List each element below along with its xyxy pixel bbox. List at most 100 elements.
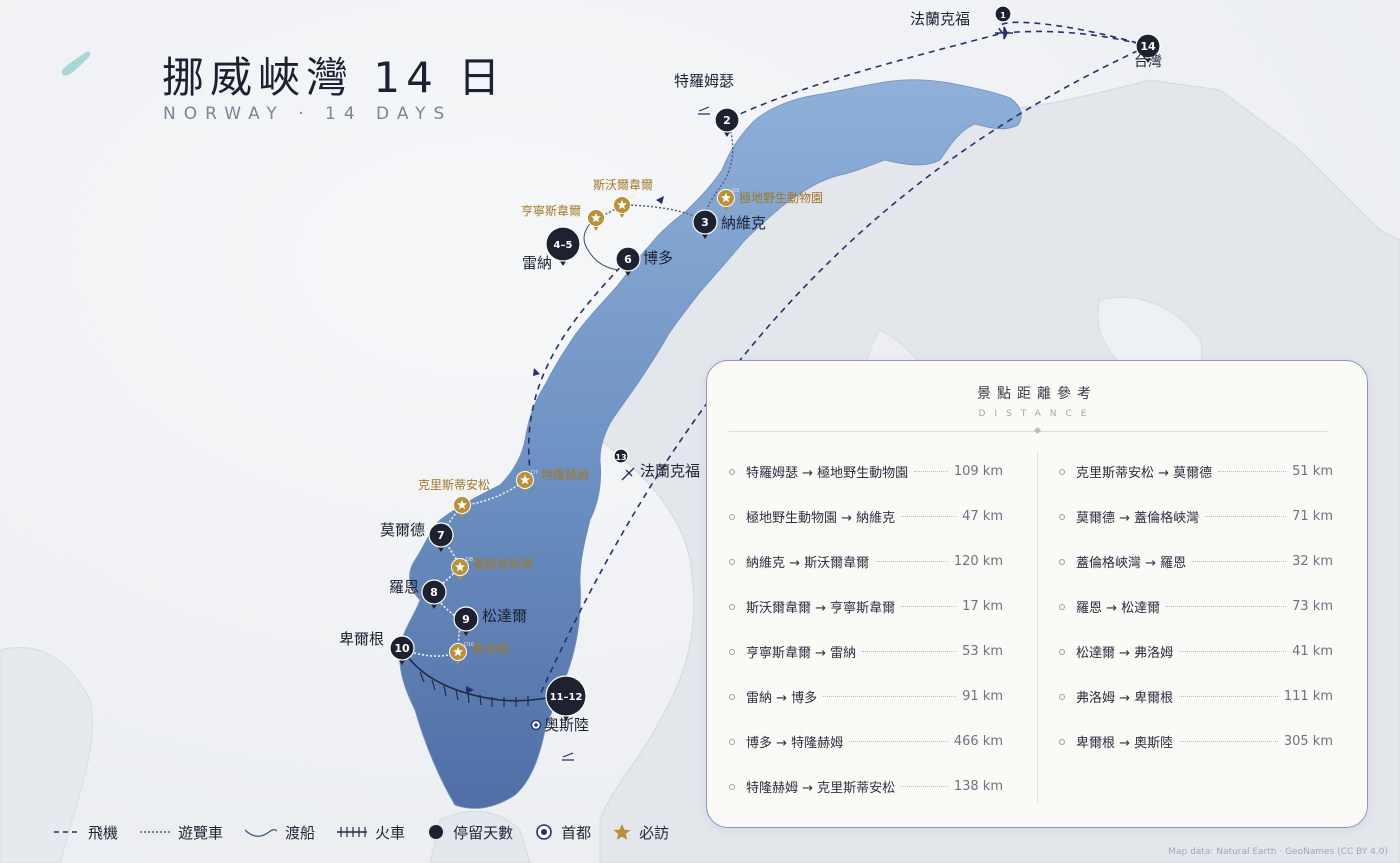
must-visit-day: D7	[468, 495, 475, 501]
distance-route: 卑爾根 → 奧斯陸	[1076, 736, 1174, 751]
star-icon	[453, 646, 463, 657]
stop-marker[interactable]: 8羅恩	[389, 578, 447, 609]
must-visit-label: 斯沃爾韋爾	[593, 178, 653, 192]
train-line-icon	[337, 827, 368, 837]
stop-dot	[453, 606, 479, 632]
leader-dots	[1205, 516, 1287, 517]
leader-dots	[1179, 651, 1287, 652]
stop-dot	[1135, 33, 1161, 59]
stop-dot	[615, 246, 641, 272]
distance-km: 73 km	[1292, 599, 1333, 614]
stop-dot	[692, 209, 718, 235]
bullet-icon	[1059, 738, 1065, 745]
stop-marker[interactable]: 7 莫爾德	[380, 521, 454, 552]
ferry-route	[583, 217, 619, 271]
bullet-icon	[729, 558, 735, 565]
map-credit: Map data: Natural Earth · GeoNames (CC B…	[1168, 847, 1388, 857]
jan-mayen-island	[61, 51, 91, 76]
stop-dot	[545, 675, 587, 717]
must-visit-day: D8	[466, 557, 473, 563]
must-visit-label: 特隆赫姆	[541, 467, 589, 482]
plane-icon	[621, 467, 635, 481]
distance-km: 466 km	[953, 734, 1003, 749]
page-subtitle: NORWAY · 14 DAYS	[163, 104, 453, 124]
ferry-line-icon	[245, 828, 278, 837]
star-icon	[613, 824, 631, 840]
stop-number: 14	[1140, 40, 1156, 53]
stop-number: 6	[624, 253, 632, 266]
distance-route: 弗洛姆 → 卑爾根	[1076, 691, 1174, 706]
stop-label: 莫爾德	[380, 521, 425, 539]
must-visit-label: 極地野生動物園	[739, 190, 823, 205]
stop-number: 7	[437, 529, 445, 542]
plane-landing-icon	[562, 752, 574, 761]
flight-route	[726, 21, 1149, 121]
distance-route: 松達爾 → 弗洛姆	[1076, 646, 1174, 661]
stop-number: 9	[462, 613, 470, 626]
distance-km: 91 km	[962, 689, 1003, 704]
must-visit-day: D10	[464, 642, 474, 648]
legend-stay: 停留天數	[427, 822, 513, 843]
stop-label: 博多	[643, 249, 673, 267]
train-route	[401, 647, 561, 702]
stop-marker[interactable]: 4–5雷納	[522, 226, 581, 272]
legend-stay-label: 停留天數	[453, 823, 514, 842]
stop-number: 13	[615, 453, 626, 462]
legend-flight: 飛機	[54, 822, 118, 843]
flight-route	[1002, 30, 1149, 47]
distance-km: 32 km	[1292, 554, 1333, 569]
panel-subtitle: DISTANCE	[978, 409, 1096, 419]
stop-marker[interactable]: 13 法蘭克福	[613, 448, 700, 480]
flight-line-icon	[54, 831, 80, 833]
distance-km: 41 km	[1292, 644, 1333, 659]
denmark-land	[429, 810, 531, 863]
leader-dots	[914, 471, 948, 472]
star-icon	[455, 561, 465, 572]
stop-label: 法蘭克福	[910, 10, 970, 28]
distance-route: 羅恩 → 松達爾	[1076, 601, 1161, 616]
distance-km: 47 km	[962, 509, 1003, 524]
stop-label: 法蘭克福	[640, 462, 700, 480]
stop-marker[interactable]: 9 松達爾	[453, 606, 527, 636]
bullet-icon	[1059, 468, 1065, 475]
divider-diamond	[1033, 426, 1042, 435]
leader-dots	[823, 696, 957, 697]
stop-marker[interactable]: 6 博多	[615, 246, 673, 276]
stop-dot	[421, 579, 447, 605]
must-visit-day: D5	[602, 208, 609, 214]
bullet-icon	[729, 648, 735, 655]
legend-coach: 遊覽車	[140, 822, 223, 843]
leader-dots	[862, 651, 957, 652]
leader-dots	[901, 606, 957, 607]
stop-label: 納維克	[721, 214, 766, 232]
stop-label: 松達爾	[482, 607, 527, 625]
must-visit-day: D7	[531, 470, 538, 476]
distance-route: 特羅姆瑟 → 極地野生動物園	[746, 466, 909, 481]
star-icon	[721, 192, 731, 203]
stop-dot	[994, 5, 1012, 23]
distance-km: 51 km	[1292, 464, 1333, 479]
distance-km: 111 km	[1283, 689, 1333, 704]
stop-number: 4–5	[554, 240, 573, 251]
